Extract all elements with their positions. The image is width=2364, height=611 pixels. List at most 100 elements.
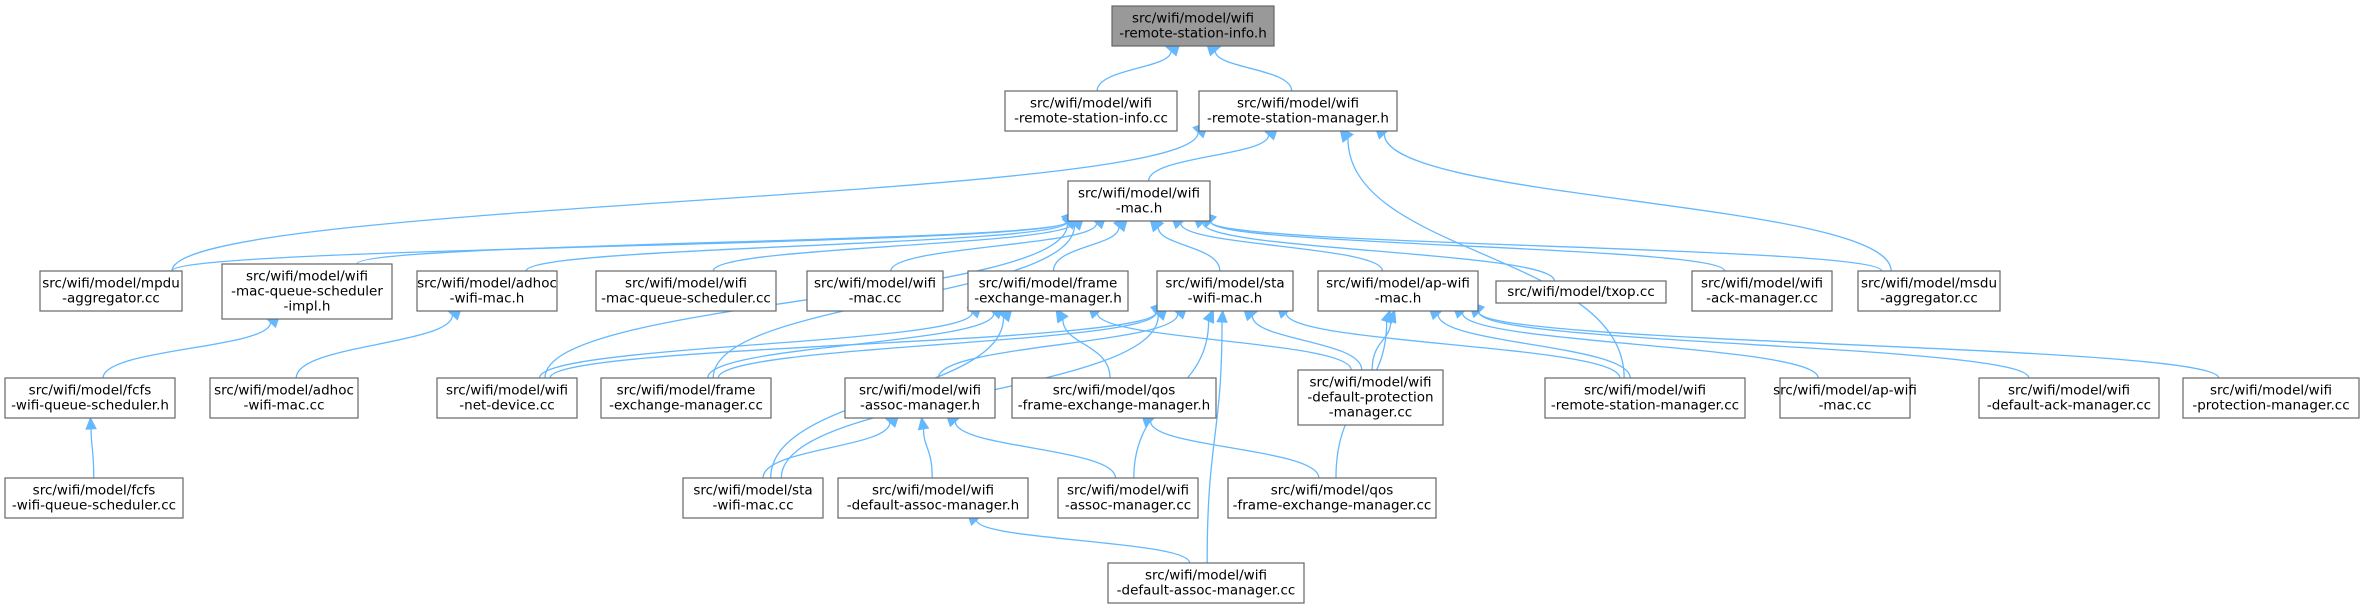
graph-node-assoc-h[interactable]: src/wifi/model/wifi-assoc-manager.h: [844, 377, 996, 419]
node-box: [600, 377, 772, 419]
node-box: [1198, 90, 1398, 132]
node-label-line: -exchange-manager.cc: [609, 398, 763, 414]
node-label-line: src/wifi/model/frame: [979, 276, 1118, 292]
node-box: [436, 377, 578, 419]
edge-line: [102, 322, 272, 379]
graph-node-rsm-h[interactable]: src/wifi/model/wifi-remote-station-manag…: [1198, 90, 1398, 132]
graph-node-mac-h[interactable]: src/wifi/model/wifi-mac.h: [1067, 180, 1211, 222]
node-box: [4, 377, 176, 419]
edge-line: [954, 421, 1117, 479]
graph-node-txop-cc[interactable]: src/wifi/model/txop.cc: [1495, 280, 1667, 304]
node-label-line: src/wifi/model/wifi: [246, 269, 368, 285]
node-label-line: src/wifi/model/ap-wifi: [1326, 276, 1470, 292]
edge-line: [1157, 227, 1221, 272]
node-box: [1544, 377, 1746, 419]
edge-fcfs-cc-to-fcfs-h: [85, 416, 97, 479]
graph-node-mqs-cc[interactable]: src/wifi/model/wifi-mac-queue-scheduler.…: [595, 270, 777, 312]
edge-sta-h-to-mac-h: [1148, 215, 1221, 272]
graph-node-adhoc-cc[interactable]: src/wifi/model/adhoc-wifi-mac.cc: [209, 377, 359, 419]
node-label-line: src/wifi/model/wifi: [814, 276, 936, 292]
node-label-line: -ack-manager.cc: [1706, 291, 1818, 307]
node-box: [1857, 270, 2001, 312]
node-label-line: src/wifi/model/wifi: [1132, 11, 1254, 27]
node-label-line: -wifi-mac.cc: [243, 398, 324, 414]
node-label-line: src/wifi/model/wifi: [1237, 96, 1359, 112]
arrowhead: [85, 416, 97, 430]
graph-node-fcfs-h[interactable]: src/wifi/model/fcfs-wifi-queue-scheduler…: [4, 377, 176, 419]
node-box: [1107, 562, 1305, 604]
node-label-line: src/wifi/model/qos: [1053, 383, 1176, 399]
edge-line: [1147, 134, 1270, 182]
graph-node-netdev-cc[interactable]: src/wifi/model/wifi-net-device.cc: [436, 377, 578, 419]
edge-line: [1062, 319, 1111, 379]
edge-line: [549, 311, 1157, 379]
node-box: [1011, 377, 1217, 419]
edge-ack-cc-to-mac-h: [1199, 210, 1726, 272]
edge-dassoc-h-to-assoc-h: [917, 416, 933, 479]
graph-node-mqs-impl-h[interactable]: src/wifi/model/wifi-mac-queue-scheduler-…: [221, 263, 393, 320]
graph-node-qos-h[interactable]: src/wifi/model/qos-frame-exchange-manage…: [1011, 377, 1217, 419]
node-box: [1495, 280, 1667, 304]
node-label-line: src/wifi/model/wifi: [446, 383, 568, 399]
edge-line: [1383, 133, 1892, 272]
edge-line: [538, 312, 973, 379]
node-label-line: src/wifi/model/wifi: [1701, 276, 1823, 292]
node-label-line: -aggregator.cc: [62, 291, 160, 307]
graph-node-apmac-cc[interactable]: src/wifi/model/ap-wifi-mac.cc: [1773, 377, 1917, 419]
edge-qos-cc-to-qos-h: [1139, 409, 1320, 479]
node-box: [844, 377, 996, 419]
node-label-line: -net-device.cc: [459, 398, 554, 414]
edge-rsm-h-to-root: [1204, 39, 1293, 92]
graph-node-rsi-cc[interactable]: src/wifi/model/wifi-remote-station-info.…: [1004, 90, 1178, 132]
edge-line: [1206, 321, 1223, 564]
node-label-line: src/wifi/model/wifi: [1078, 186, 1200, 202]
node-box: [1156, 270, 1294, 312]
node-label-line: src/wifi/model/wifi: [2008, 383, 2130, 399]
graph-node-assoc-cc[interactable]: src/wifi/model/wifi-assoc-manager.cc: [1057, 477, 1199, 519]
graph-node-stamac-cc[interactable]: src/wifi/model/sta-wifi-mac.cc: [682, 477, 824, 519]
node-box: [209, 377, 359, 419]
graph-node-dassoc-cc[interactable]: src/wifi/model/wifi-default-assoc-manage…: [1107, 562, 1305, 604]
node-label-line: -frame-exchange-manager.cc: [1233, 498, 1432, 514]
node-box: [4, 477, 184, 519]
edge-line: [544, 224, 1069, 379]
graph-node-prot-cc[interactable]: src/wifi/model/wifi-protection-manager.c…: [2182, 377, 2360, 419]
node-label-line: src/wifi/model/wifi: [1030, 96, 1152, 112]
node-label-line: -assoc-manager.h: [860, 398, 980, 414]
node-label-line: -remote-station-manager.cc: [1551, 398, 1739, 414]
node-label-line: src/wifi/model/wifi: [872, 483, 994, 499]
node-box: [2182, 377, 2360, 419]
node-label-line: src/wifi/model/adhoc: [417, 276, 557, 292]
edge-line: [1478, 312, 2030, 379]
edge-line: [975, 519, 1191, 564]
edge-mpdu-cc-to-rsm-h: [171, 120, 1210, 272]
graph-node-mpdu-cc[interactable]: src/wifi/model/mpdu-aggregator.cc: [39, 270, 183, 312]
graph-node-ack-cc[interactable]: src/wifi/model/wifi-ack-manager.cc: [1691, 270, 1833, 312]
graph-node-mac-cc[interactable]: src/wifi/model/wifi-mac.cc: [806, 270, 944, 312]
graph-node-rsm-cc[interactable]: src/wifi/model/wifi-remote-station-manag…: [1544, 377, 1746, 419]
node-box: [1067, 180, 1211, 222]
graph-node-qos-cc[interactable]: src/wifi/model/qos-frame-exchange-manage…: [1227, 477, 1437, 519]
graph-node-dack-cc[interactable]: src/wifi/model/wifi-default-ack-manager.…: [1978, 377, 2160, 419]
edge-line: [922, 428, 933, 479]
graph-node-fcfs-cc[interactable]: src/wifi/model/fcfs-wifi-queue-scheduler…: [4, 477, 184, 519]
node-box: [39, 270, 183, 312]
edge-line: [1180, 223, 1384, 272]
node-box: [837, 477, 1029, 519]
graph-node-adhoc-h[interactable]: src/wifi/model/adhoc-wifi-mac.h: [416, 270, 558, 312]
edge-line: [1251, 315, 1363, 371]
node-label-line: -default-protection: [1307, 390, 1433, 406]
graph-node-fem-h[interactable]: src/wifi/model/frame-exchange-manager.h: [967, 270, 1129, 312]
node-label-line: src/wifi/model/fcfs: [33, 483, 156, 499]
node-label-line: src/wifi/model/fcfs: [29, 383, 152, 399]
graph-node-dpm-cc[interactable]: src/wifi/model/wifi-default-protection-m…: [1297, 369, 1444, 426]
graph-node-sta-h[interactable]: src/wifi/model/sta-wifi-mac.h: [1156, 270, 1294, 312]
edge-assoc-cc-to-assoc-h: [944, 409, 1117, 479]
edge-line: [717, 312, 1157, 379]
graph-node-msdu-cc[interactable]: src/wifi/model/msdu-aggregator.cc: [1857, 270, 2001, 312]
nodes-layer: src/wifi/model/wifi-remote-station-info.…: [4, 5, 2360, 604]
graph-node-dassoc-h[interactable]: src/wifi/model/wifi-default-assoc-manage…: [837, 477, 1029, 519]
graph-node-fem-cc[interactable]: src/wifi/model/frame-exchange-manager.cc: [600, 377, 772, 419]
graph-node-ap-h[interactable]: src/wifi/model/ap-wifi-mac.h: [1317, 270, 1479, 312]
edge-line: [295, 314, 454, 379]
